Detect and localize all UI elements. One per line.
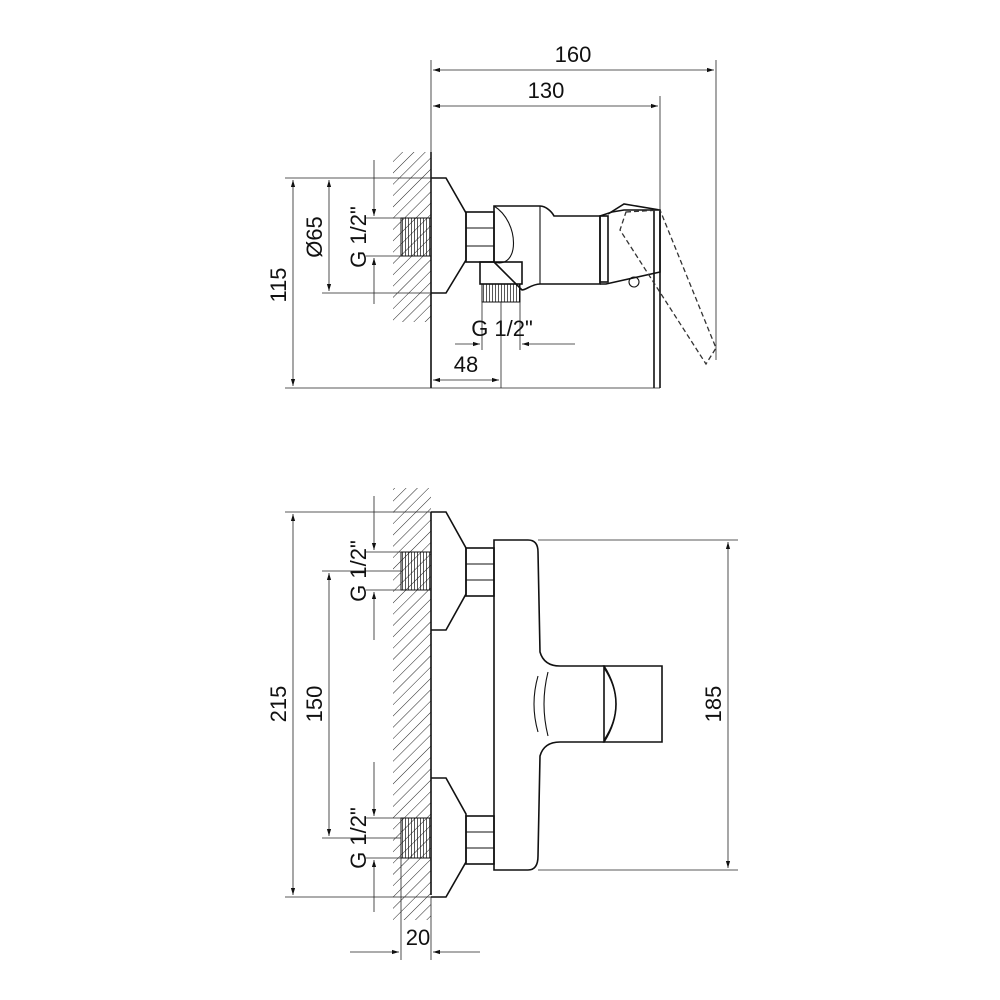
handle-front <box>602 665 663 743</box>
outlet-thread-top <box>481 283 521 303</box>
dim-185: 185 <box>701 686 726 723</box>
front-view: 215 150 185 G 1/2" G 1/2" 20 <box>266 488 738 960</box>
dim-215: 215 <box>266 686 291 723</box>
dim-150: 150 <box>302 686 327 723</box>
dim-20: 20 <box>406 925 430 950</box>
dim-upper-thread: G 1/2" <box>346 540 371 602</box>
hex-nut-top <box>465 211 495 263</box>
dim-outlet-thread-top: G 1/2" <box>471 316 533 341</box>
top-view: 160 130 115 Ø65 G 1/2" G 1/2" 48 <box>266 42 717 389</box>
flange-top <box>431 177 467 294</box>
lower-hex-nut <box>465 815 495 865</box>
upper-hex-nut <box>465 547 495 597</box>
inlet-thread-top <box>400 217 432 257</box>
mixer-body-front <box>493 539 605 871</box>
lever-outline-top <box>619 209 717 366</box>
dim-160: 160 <box>555 42 592 67</box>
mixer-body-top <box>493 205 601 291</box>
dim-inlet-thread-top: G 1/2" <box>346 206 371 268</box>
dim-130: 130 <box>528 78 565 103</box>
outlet-top <box>479 261 523 285</box>
upper-flange <box>431 511 467 631</box>
dim-115: 115 <box>266 267 291 302</box>
dim-48: 48 <box>454 352 478 377</box>
lower-flange <box>431 777 467 898</box>
upper-inlet-thread <box>400 551 432 591</box>
lower-inlet-thread <box>400 817 432 859</box>
dim-lower-thread: G 1/2" <box>346 807 371 869</box>
dim-diameter-65: Ø65 <box>302 216 327 258</box>
